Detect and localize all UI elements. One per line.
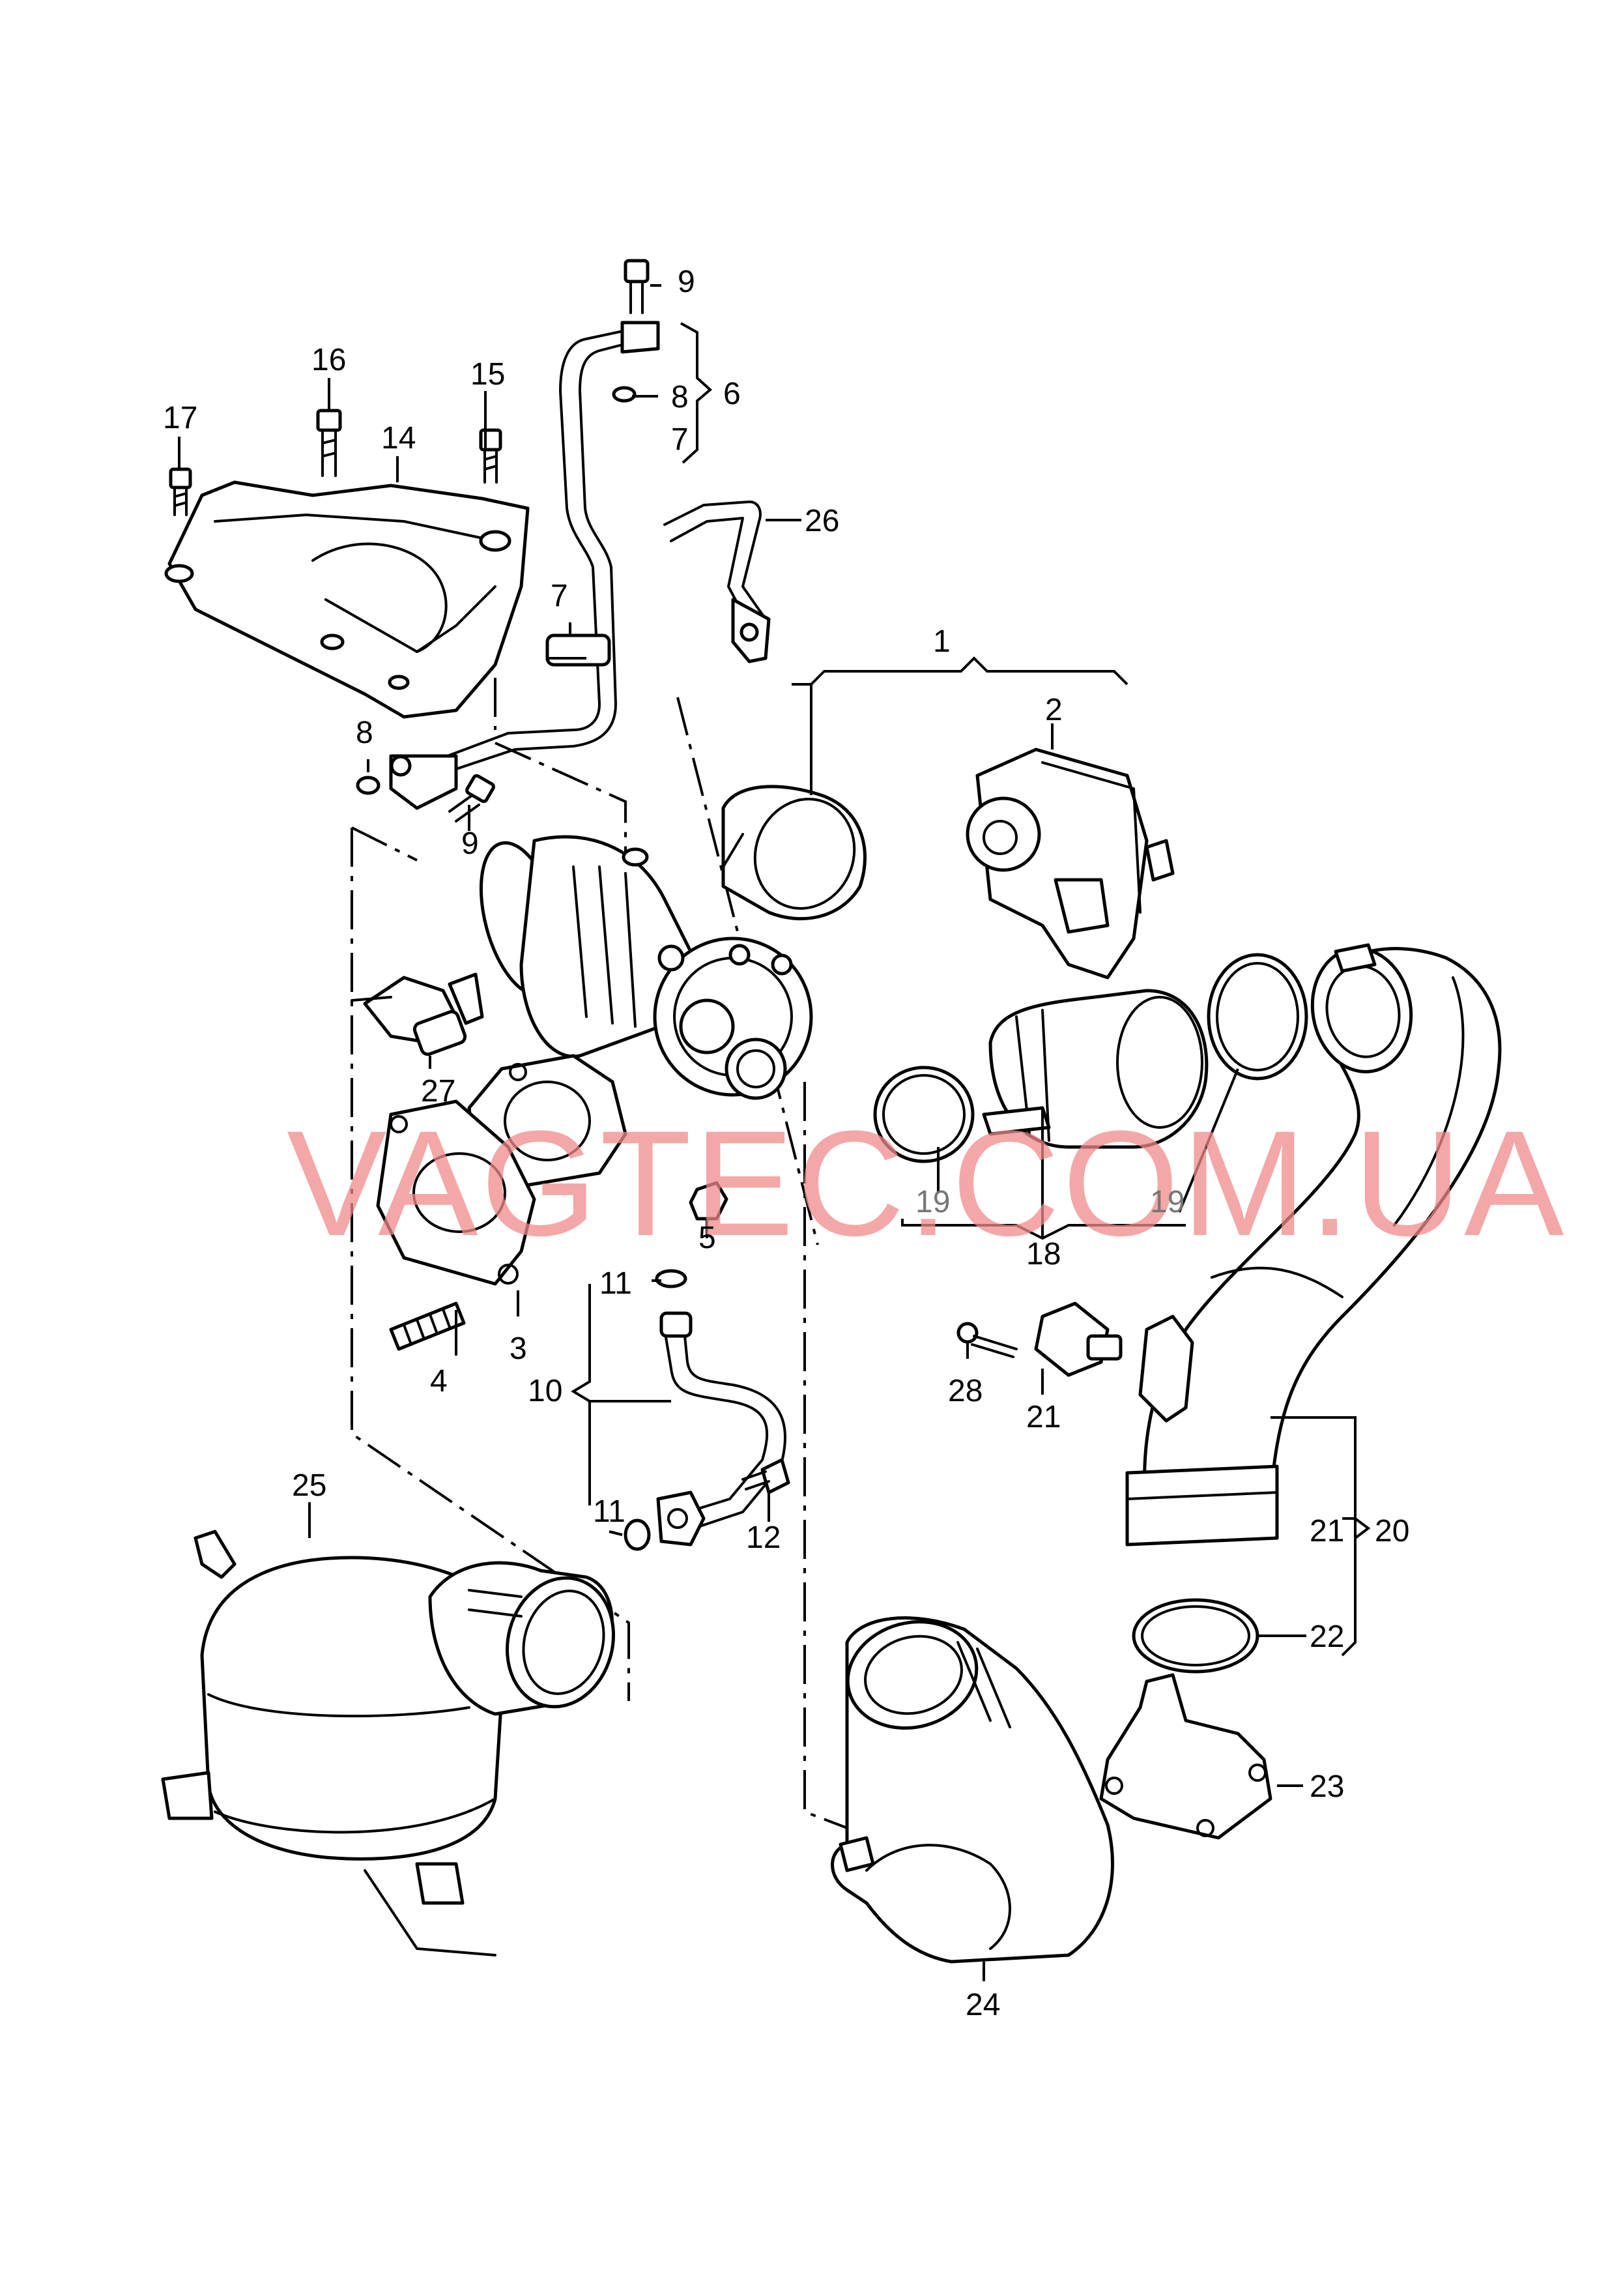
callout-19-right: 19: [1150, 1185, 1185, 1219]
sensor-21[interactable]: [1034, 1301, 1123, 1377]
callout-26: 26: [805, 504, 839, 538]
sensor-27[interactable]: [351, 972, 484, 1056]
turbocharger[interactable]: [467, 834, 813, 1100]
callout-17: 17: [163, 401, 197, 435]
callout-27: 27: [421, 1074, 455, 1109]
oil-return-line-10[interactable]: [656, 1311, 786, 1547]
gasket-3[interactable]: [376, 1099, 536, 1286]
callout-21-sensor: 21: [1026, 1400, 1061, 1434]
intercooler-pipe-18[interactable]: [982, 989, 1209, 1149]
bolt-15[interactable]: [479, 428, 502, 484]
callout-23: 23: [1310, 1769, 1344, 1804]
callout-22: 22: [1310, 1620, 1344, 1654]
callout-4: 4: [430, 1364, 448, 1399]
callout-9-top: 9: [678, 265, 695, 299]
heat-shield[interactable]: [164, 480, 530, 719]
bolt-17[interactable]: [169, 467, 192, 516]
bolt-9-top[interactable]: [624, 259, 650, 314]
bracket-23[interactable]: [1099, 1673, 1272, 1840]
callout-7-top: 7: [671, 422, 689, 457]
seal-11-top[interactable]: [655, 1269, 687, 1288]
o-ring-19-right[interactable]: [1207, 953, 1308, 1081]
callout-24: 24: [966, 1988, 1000, 2022]
callout-3: 3: [510, 1331, 527, 1366]
watermark: VAGTEC.COM.UA: [287, 1099, 1567, 1267]
callout-14: 14: [381, 421, 416, 456]
nut-5[interactable]: [689, 1181, 728, 1221]
callout-7-clip: 7: [551, 579, 568, 613]
bolt-12[interactable]: [741, 1458, 790, 1494]
stud-4[interactable]: [389, 1301, 466, 1351]
callout-18: 18: [1026, 1237, 1061, 1272]
oil-pipe-26[interactable]: [663, 501, 771, 663]
callout-1: 1: [933, 624, 951, 659]
callout-9-mid: 9: [461, 826, 479, 861]
callout-11-top: 11: [599, 1266, 632, 1301]
seal-11-bottom[interactable]: [624, 1519, 651, 1551]
leader-lines: [178, 284, 1371, 1981]
intake-pipe-24[interactable]: [831, 1608, 1114, 1964]
callout-20: 20: [1375, 1514, 1409, 1548]
catalytic-converter-25[interactable]: [161, 1530, 627, 1956]
callout-10: 10: [528, 1374, 562, 1408]
callout-21-hose: 21: [1310, 1514, 1344, 1548]
o-ring-19-left[interactable]: [873, 1066, 975, 1163]
oil-supply-line[interactable]: [389, 321, 660, 810]
callout-15: 15: [470, 357, 505, 392]
bolt-28[interactable]: [956, 1322, 1018, 1358]
callout-labels: 1 2 3 4 5 6 7 7 8 8 9 9 10 11 11 12 14 1…: [163, 265, 1409, 2022]
callout-6: 6: [723, 377, 741, 411]
callout-5: 5: [698, 1221, 716, 1255]
callout-8-left: 8: [356, 716, 373, 750]
callout-2: 2: [1045, 693, 1063, 727]
charge-air-hose-20[interactable]: [1125, 940, 1502, 1547]
callout-16: 16: [311, 343, 346, 377]
callout-28: 28: [948, 1374, 983, 1408]
callout-11-bottom: 11: [593, 1494, 625, 1529]
actuator-2[interactable]: [966, 748, 1175, 980]
bolt-9-mid[interactable]: [448, 774, 495, 822]
callout-25: 25: [292, 1468, 326, 1503]
bolt-16[interactable]: [316, 409, 342, 477]
callout-19-left: 19: [915, 1185, 950, 1219]
sensor-bracket[interactable]: [1138, 1315, 1194, 1423]
seal-8-top[interactable]: [612, 386, 637, 403]
o-ring-22[interactable]: [1132, 1598, 1259, 1674]
callout-8-top: 8: [671, 380, 689, 414]
clamp-1[interactable]: [721, 785, 870, 922]
seal-8-left[interactable]: [356, 776, 381, 795]
callout-12: 12: [746, 1520, 781, 1555]
